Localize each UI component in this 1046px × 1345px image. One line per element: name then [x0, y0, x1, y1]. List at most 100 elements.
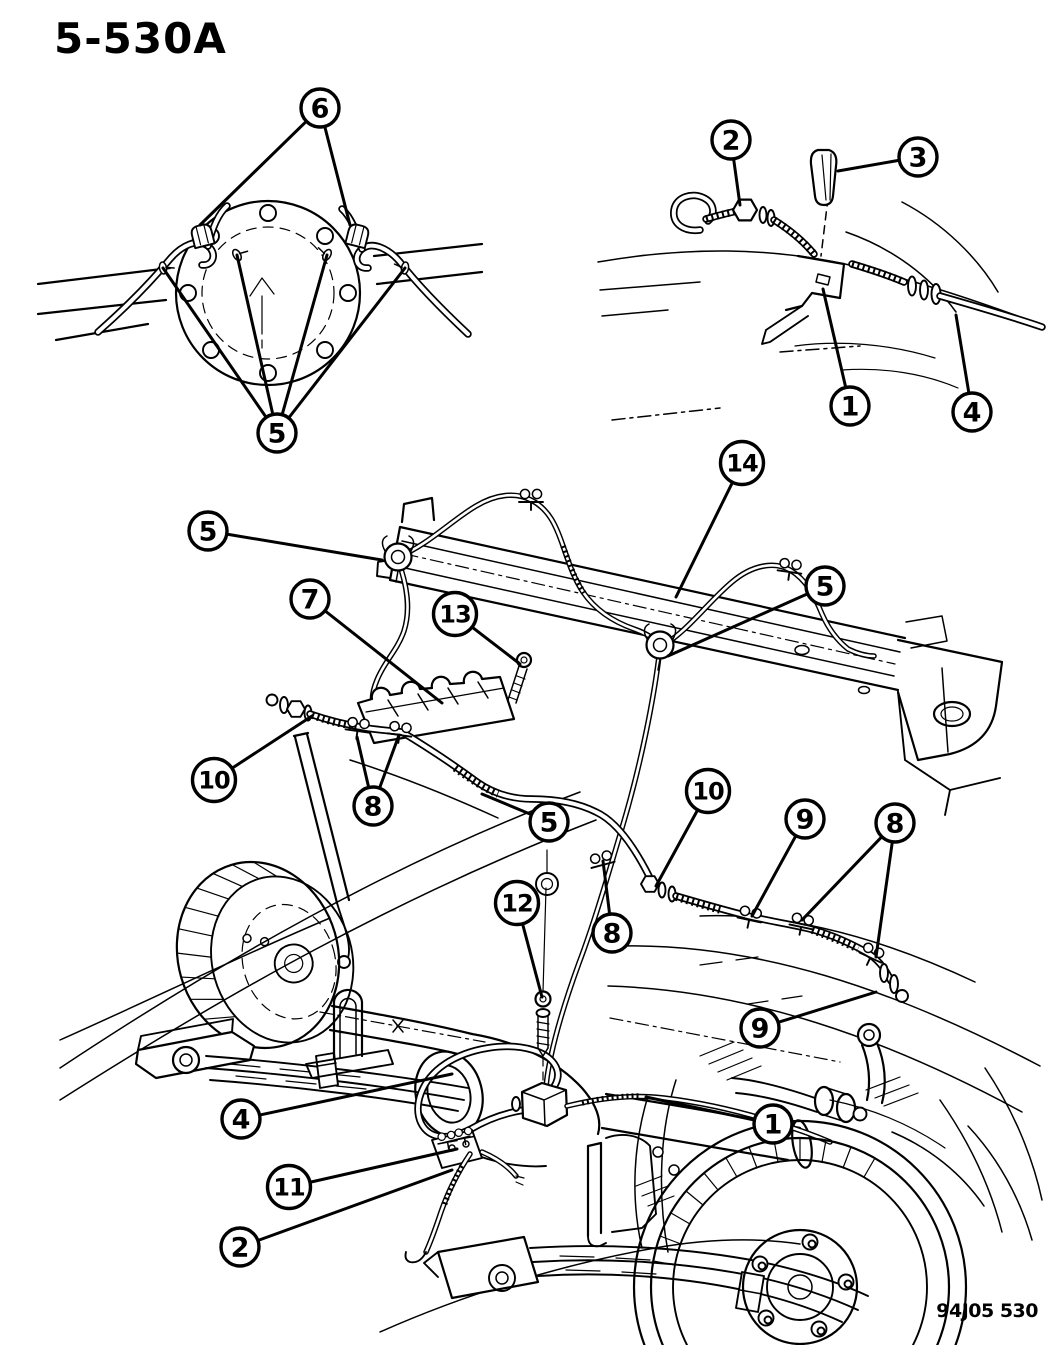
- callout-circle: [718, 439, 766, 487]
- leader-line: [323, 124, 352, 227]
- callout-circle: [829, 385, 871, 427]
- callout-circle: [752, 1103, 794, 1145]
- callout-circle: [219, 1226, 261, 1268]
- callout-8: 8: [800, 802, 916, 959]
- leader-line: [378, 733, 401, 790]
- leader-line: [470, 625, 522, 666]
- callout-circle: [528, 801, 570, 843]
- leader-line: [480, 792, 533, 817]
- callout-circle: [352, 785, 394, 827]
- right-brake-drum: [632, 1099, 1033, 1345]
- callout-12: 12: [493, 879, 544, 999]
- leader-line: [874, 840, 894, 959]
- leader-line: [800, 835, 884, 922]
- callout-circle: [897, 136, 939, 178]
- callout-8: 8: [352, 733, 401, 827]
- callout-circle: [591, 912, 633, 954]
- leader-line: [750, 834, 798, 918]
- callout-number: 4: [232, 1104, 251, 1135]
- callout-14: 14: [674, 439, 766, 599]
- leader-line: [287, 266, 407, 420]
- figure-number: 5-530A: [54, 14, 227, 63]
- inset-differential-view: [36, 199, 484, 387]
- callout-number: 5: [816, 571, 835, 602]
- leader-line: [954, 313, 971, 395]
- leader-line: [821, 287, 848, 389]
- callout-number: 11: [273, 1173, 305, 1201]
- callout-circle: [220, 1098, 262, 1140]
- callout-10: 10: [190, 714, 314, 804]
- leader-line: [521, 922, 544, 999]
- callout-5: 5: [161, 253, 407, 454]
- sway-bar-link: [731, 1022, 886, 1124]
- brake-pipes-crossmember: [372, 488, 874, 1091]
- brake-hose-loop: [418, 1046, 830, 1142]
- callout-number: 4: [963, 397, 982, 428]
- drawing-code: 94J05 530: [936, 1300, 1038, 1322]
- callout-number: 10: [198, 766, 230, 794]
- callout-1: 1: [821, 287, 871, 427]
- callout-9: 9: [750, 798, 826, 918]
- callout-number: 5: [199, 516, 218, 547]
- crossmember: [376, 496, 1004, 816]
- leader-line: [235, 253, 275, 416]
- leader-line: [666, 592, 810, 658]
- callout-number: 5: [540, 807, 559, 838]
- callout-number: 14: [726, 449, 758, 477]
- leader-line: [732, 157, 742, 207]
- leader-line: [225, 532, 384, 562]
- callout-13: 13: [431, 590, 522, 666]
- leader-line: [198, 119, 308, 227]
- hatch-marks: [635, 956, 919, 1207]
- shock-absorber: [292, 731, 351, 969]
- callout-number: 3: [909, 142, 928, 173]
- leader-line: [674, 480, 735, 599]
- leader-line: [776, 990, 878, 1024]
- callout-circle: [739, 1007, 781, 1049]
- callout-circle: [784, 798, 826, 840]
- callout-circle: [431, 590, 479, 638]
- callout-7: 7: [289, 578, 444, 705]
- axle-brake-line-run: [265, 693, 909, 1003]
- callout-6: 6: [198, 87, 352, 227]
- left-leaf-spring: [134, 988, 469, 1112]
- leader-line: [280, 253, 329, 417]
- leader-line: [161, 266, 268, 419]
- callout-number: 9: [796, 804, 815, 835]
- callout-number: 2: [231, 1232, 250, 1263]
- callout-circle: [493, 879, 541, 927]
- callout-number: 1: [764, 1109, 783, 1140]
- leader-line: [601, 859, 612, 916]
- callout-1: 1: [644, 1095, 794, 1145]
- callout-11: 11: [265, 1147, 459, 1211]
- callout-2: 2: [219, 1168, 454, 1268]
- callout-5: 5: [480, 792, 570, 843]
- callout-number: 13: [439, 600, 470, 628]
- callout-circle: [265, 1163, 313, 1211]
- callout-4: 4: [220, 1072, 454, 1140]
- callout-circle: [289, 578, 331, 620]
- callout-circle: [710, 119, 752, 161]
- right-leaf-spring: [423, 1134, 869, 1323]
- callout-number: 10: [692, 777, 724, 805]
- callout-circle: [951, 391, 993, 433]
- callout-number: 8: [886, 808, 905, 839]
- callout-8: 8: [591, 859, 633, 954]
- inset-body-hose-view: [597, 148, 1042, 421]
- callout-circle: [684, 767, 732, 815]
- callout-circle: [299, 87, 341, 129]
- leader-line: [258, 1072, 454, 1117]
- callout-number: 1: [841, 391, 860, 422]
- leader-line: [323, 609, 444, 705]
- callout-9: 9: [739, 990, 878, 1049]
- frame-rails: [59, 759, 1043, 1333]
- leader-line: [256, 1168, 454, 1243]
- callout-number: 12: [501, 889, 532, 917]
- callout-2: 2: [710, 119, 752, 207]
- leader-line: [644, 1095, 756, 1122]
- callout-number: 2: [722, 125, 741, 156]
- callout-circle: [804, 565, 846, 607]
- callout-number: 8: [364, 791, 383, 822]
